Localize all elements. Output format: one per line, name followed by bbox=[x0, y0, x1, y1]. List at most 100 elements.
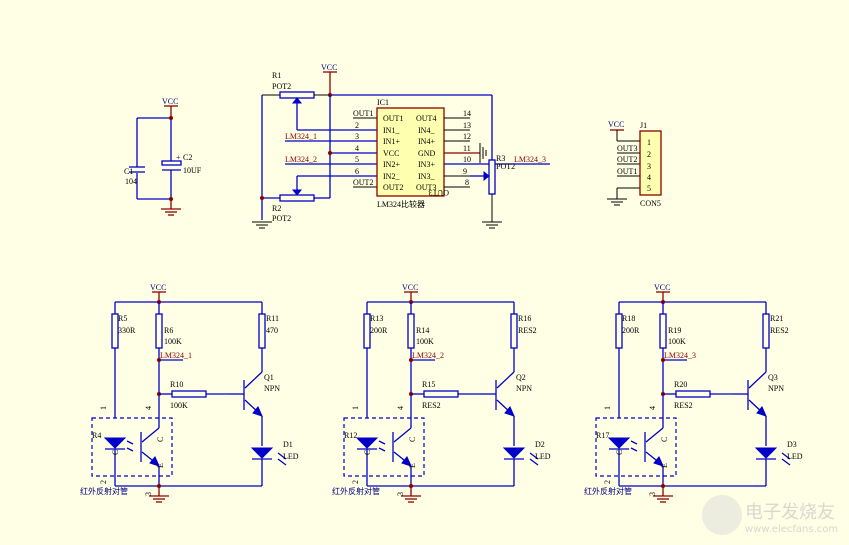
pin-name: IN3+ bbox=[418, 160, 435, 169]
net-out1: OUT1 bbox=[617, 167, 637, 176]
sensor-ref: R4 bbox=[92, 431, 101, 440]
r3-ref: R3 bbox=[496, 154, 505, 163]
ic1-right-pin-names: OUT4 IN4_ IN4+ GND IN3+ IN3_ OUT3 bbox=[416, 114, 436, 192]
led-light-ray bbox=[529, 452, 539, 460]
j1-value: CON5 bbox=[640, 199, 661, 208]
net-out1: OUT1 bbox=[353, 109, 373, 118]
junction bbox=[661, 358, 665, 362]
ir-ray bbox=[630, 440, 638, 445]
ic1-left-pin-names: OUT1 IN1_ IN1+ VCC IN2+ IN2_ OUT2 bbox=[383, 114, 403, 192]
vcc-label: VCC bbox=[321, 63, 337, 72]
pin-name: IN2_ bbox=[383, 172, 400, 181]
pin-name: VCC bbox=[383, 149, 399, 158]
r-base-ref: R10 bbox=[170, 380, 183, 389]
pin-num: 14 bbox=[463, 109, 471, 118]
sensor-caption: 红外反射对管 bbox=[80, 486, 128, 496]
sensor-pin-num: 1 bbox=[99, 406, 108, 410]
r-led-ref: R5 bbox=[118, 314, 127, 323]
q-ref: Q2 bbox=[516, 373, 526, 382]
led-light-ray bbox=[277, 452, 287, 460]
r-base-body bbox=[171, 390, 207, 398]
r-col-body bbox=[510, 313, 518, 349]
watermark-brand: 电子发烧友 bbox=[745, 502, 835, 523]
q-value: NPN bbox=[516, 384, 532, 393]
sensor-pin-num: 3 bbox=[396, 492, 405, 496]
sensor-emitter-mark: E bbox=[660, 463, 669, 468]
q-ref: Q1 bbox=[264, 373, 274, 382]
net-out2: OUT2 bbox=[617, 155, 637, 164]
r-base-value: 100K bbox=[170, 401, 188, 410]
r-col-body bbox=[258, 313, 266, 349]
r-pull-ref: R6 bbox=[164, 326, 173, 335]
vcc-label: VCC bbox=[162, 97, 178, 106]
phototransistor-arrow bbox=[149, 456, 160, 467]
r-base-body bbox=[675, 390, 711, 398]
r-col-body bbox=[762, 313, 770, 349]
q-ref: Q3 bbox=[768, 373, 778, 382]
pin-name: OUT4 bbox=[416, 114, 436, 123]
net-label: LM324_1 bbox=[160, 351, 192, 360]
c1-ref: C1 bbox=[124, 167, 133, 176]
led-value: LED bbox=[787, 452, 803, 461]
r2-wiper-arrow bbox=[291, 189, 303, 196]
sensor-anode-mark: C bbox=[363, 450, 372, 455]
npn-emitter-arrow bbox=[756, 406, 767, 417]
sensor-pin-num: 1 bbox=[603, 406, 612, 410]
pin-name: OUT3 bbox=[416, 183, 436, 192]
pin-num: 9 bbox=[463, 167, 467, 176]
r1-value: POT2 bbox=[272, 82, 291, 91]
c2-plate bbox=[161, 160, 182, 166]
r-pull-body bbox=[407, 313, 415, 349]
junction bbox=[409, 358, 413, 362]
vcc-label: VCC bbox=[150, 283, 166, 292]
pin-num: 4 bbox=[355, 144, 359, 153]
j1-pin: 1 bbox=[647, 138, 651, 147]
r-col-value: RES2 bbox=[518, 326, 537, 335]
r-pull-ref: R19 bbox=[668, 326, 681, 335]
ir-ray bbox=[126, 447, 134, 452]
decoupling-section: VCC + C1 104 C2 10UF bbox=[124, 97, 202, 216]
r-col-value: 470 bbox=[266, 326, 278, 335]
q-value: NPN bbox=[264, 384, 280, 393]
r-led-ref: R13 bbox=[370, 314, 383, 323]
sensor-pin-num: 4 bbox=[396, 406, 405, 410]
sensor-collector-mark: C bbox=[408, 437, 417, 442]
net-out2: OUT2 bbox=[353, 178, 373, 187]
ir-sensor-box bbox=[595, 417, 677, 477]
npn-collector bbox=[496, 371, 515, 389]
led-value: LED bbox=[283, 452, 299, 461]
pin-name: IN4+ bbox=[418, 137, 435, 146]
net-lm324-1: LM324_1 bbox=[285, 132, 317, 141]
r-pull-ref: R14 bbox=[416, 326, 429, 335]
sensor-pin-num: 3 bbox=[648, 492, 657, 496]
pin-num: 13 bbox=[463, 121, 471, 130]
pin-num: 11 bbox=[463, 144, 471, 153]
c2-ref: C2 bbox=[183, 153, 192, 162]
npn-collector bbox=[244, 371, 263, 389]
pin-name: IN1+ bbox=[383, 137, 400, 146]
r-base-value: RES2 bbox=[422, 401, 441, 410]
led-icon bbox=[754, 447, 778, 459]
net-label: LM324_2 bbox=[412, 351, 444, 360]
r1-wiper-arrow bbox=[291, 97, 303, 104]
ir-ray bbox=[630, 447, 638, 452]
junction bbox=[157, 358, 161, 362]
sensor-emitter-mark: E bbox=[408, 463, 417, 468]
r-base-body bbox=[423, 390, 459, 398]
ir-emitter-icon bbox=[103, 437, 127, 449]
net-lm324-2: LM324_2 bbox=[285, 155, 317, 164]
pin-num: 10 bbox=[463, 155, 471, 164]
r3-value: POT2 bbox=[496, 162, 515, 171]
pin-name: IN4_ bbox=[418, 126, 435, 135]
r2-body bbox=[279, 194, 315, 202]
r-base-value: RES2 bbox=[674, 401, 693, 410]
r1-body bbox=[279, 91, 315, 99]
sensor-pin-num: 3 bbox=[144, 492, 153, 496]
j1-body bbox=[639, 130, 662, 196]
sensor-ref: R17 bbox=[596, 431, 609, 440]
led-ref: D1 bbox=[283, 440, 293, 449]
